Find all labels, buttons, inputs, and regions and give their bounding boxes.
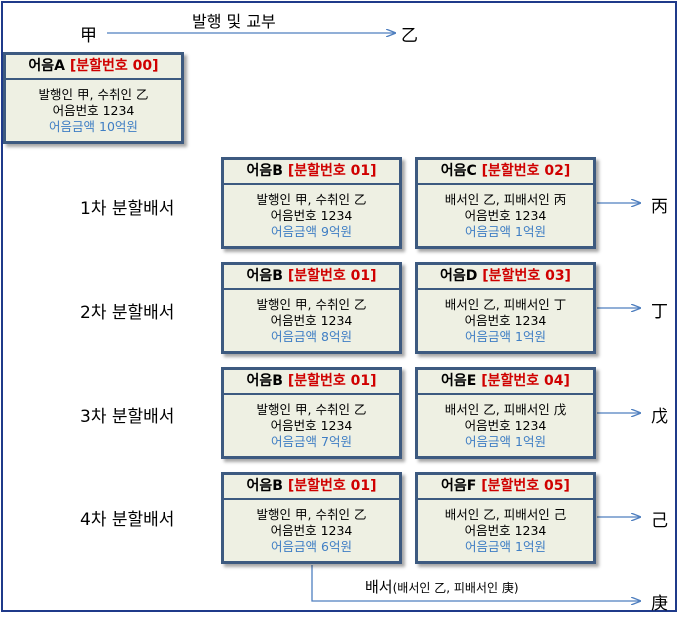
- note-number: 어음번호 1234: [464, 523, 547, 538]
- note-box-endorsed: 어음E [분할번호 04] 배서인 乙, 피배서인 戊 어음번호 1234 어음…: [415, 367, 596, 459]
- split-number: [분할번호 03]: [482, 268, 571, 284]
- recipient-party: 己: [651, 511, 668, 531]
- issuer-party: 甲: [80, 26, 97, 46]
- note-name: 어음C: [440, 163, 477, 179]
- note-box-remaining: 어음B [분할번호 01] 발행인 甲, 수취인 乙 어음번호 1234 어음금…: [221, 367, 402, 459]
- note-number: 어음번호 1234: [464, 208, 547, 223]
- note-box-endorsed: 어음D [분할번호 03] 배서인 乙, 피배서인 丁 어음번호 1234 어음…: [415, 262, 596, 354]
- recipient-party: 丙: [651, 197, 668, 217]
- payee-party: 乙: [401, 26, 418, 46]
- note-amount: 어음금액 9억원: [271, 224, 352, 239]
- note-parties: 배서인 乙, 피배서인 丁: [444, 297, 567, 312]
- note-amount: 어음금액 1억원: [465, 434, 546, 449]
- note-amount: 어음금액 1억원: [465, 329, 546, 344]
- endorsement-detail: (배서인 乙, 피배서인 庚): [392, 581, 519, 595]
- note-box-remaining: 어음B [분할번호 01] 발행인 甲, 수취인 乙 어음번호 1234 어음금…: [221, 262, 402, 354]
- note-amount: 어음금액 10억원: [49, 119, 138, 134]
- note-amount: 어음금액 7억원: [271, 434, 352, 449]
- row-label: 4차 분할배서: [80, 510, 175, 530]
- note-parties: 발행인 甲, 수취인 乙: [38, 87, 149, 102]
- note-number: 어음번호 1234: [270, 208, 353, 223]
- note-box-remaining: 어음B [분할번호 01] 발행인 甲, 수취인 乙 어음번호 1234 어음금…: [221, 472, 402, 564]
- recipient-party: 戊: [651, 407, 668, 427]
- recipient-party: 丁: [651, 302, 668, 322]
- note-parties: 발행인 甲, 수취인 乙: [256, 297, 367, 312]
- note-box-endorsed: 어음F [분할번호 05] 배서인 乙, 피배서인 己 어음번호 1234 어음…: [415, 472, 596, 564]
- note-name: 어음F: [441, 478, 477, 494]
- note-amount: 어음금액 1억원: [465, 539, 546, 554]
- final-endorsement-arrow: [311, 565, 640, 601]
- split-number: [분할번호 01]: [287, 163, 377, 179]
- row-label: 2차 분할배서: [80, 303, 175, 323]
- note-name: 어음A: [28, 58, 66, 74]
- note-parties: 배서인 乙, 피배서인 丙: [444, 192, 567, 207]
- split-number: [분할번호 04]: [481, 373, 570, 389]
- split-number: [분할번호 01]: [287, 373, 377, 389]
- note-parties: 배서인 乙, 피배서인 戊: [444, 402, 567, 417]
- note-parties: 발행인 甲, 수취인 乙: [256, 192, 367, 207]
- note-number: 어음번호 1234: [270, 523, 353, 538]
- note-box-remaining: 어음B [분할번호 01] 발행인 甲, 수취인 乙 어음번호 1234 어음금…: [221, 157, 402, 249]
- split-number: [분할번호 00]: [69, 58, 159, 74]
- note-parties: 배서인 乙, 피배서인 己: [444, 507, 567, 522]
- note-number: 어음번호 1234: [464, 313, 547, 328]
- note-number: 어음번호 1234: [52, 103, 135, 118]
- note-number: 어음번호 1234: [270, 313, 353, 328]
- split-number: [분할번호 01]: [287, 478, 377, 494]
- note-box-endorsed: 어음C [분할번호 02] 배서인 乙, 피배서인 丙 어음번호 1234 어음…: [415, 157, 596, 249]
- split-number: [분할번호 02]: [481, 163, 571, 179]
- note-parties: 발행인 甲, 수취인 乙: [256, 402, 367, 417]
- note-box-original: 어음A [분할번호 00] 발행인 甲, 수취인 乙 어음번호 1234 어음금…: [3, 52, 184, 144]
- final-endorsement-label: 배서(배서인 乙, 피배서인 庚): [365, 576, 519, 597]
- note-name: 어음B: [246, 268, 283, 284]
- row-label: 1차 분할배서: [80, 199, 175, 219]
- row-label: 3차 분할배서: [80, 407, 175, 427]
- note-name: 어음E: [441, 373, 477, 389]
- note-name: 어음B: [246, 373, 283, 389]
- note-amount: 어음금액 8억원: [271, 329, 352, 344]
- note-title: 어음A [분할번호 00]: [6, 55, 181, 80]
- issue-action-label: 발행 및 교부: [192, 12, 276, 31]
- note-parties: 발행인 甲, 수취인 乙: [256, 507, 367, 522]
- note-name: 어음D: [440, 268, 478, 284]
- note-number: 어음번호 1234: [464, 418, 547, 433]
- note-number: 어음번호 1234: [270, 418, 353, 433]
- note-name: 어음B: [246, 478, 283, 494]
- final-recipient-party: 庚: [651, 594, 668, 614]
- split-number: [분할번호 01]: [287, 268, 377, 284]
- split-number: [분할번호 05]: [481, 478, 570, 494]
- note-amount: 어음금액 1억원: [465, 224, 546, 239]
- note-amount: 어음금액 6억원: [271, 539, 352, 554]
- note-name: 어음B: [246, 163, 283, 179]
- endorsement-word: 배서: [365, 578, 393, 596]
